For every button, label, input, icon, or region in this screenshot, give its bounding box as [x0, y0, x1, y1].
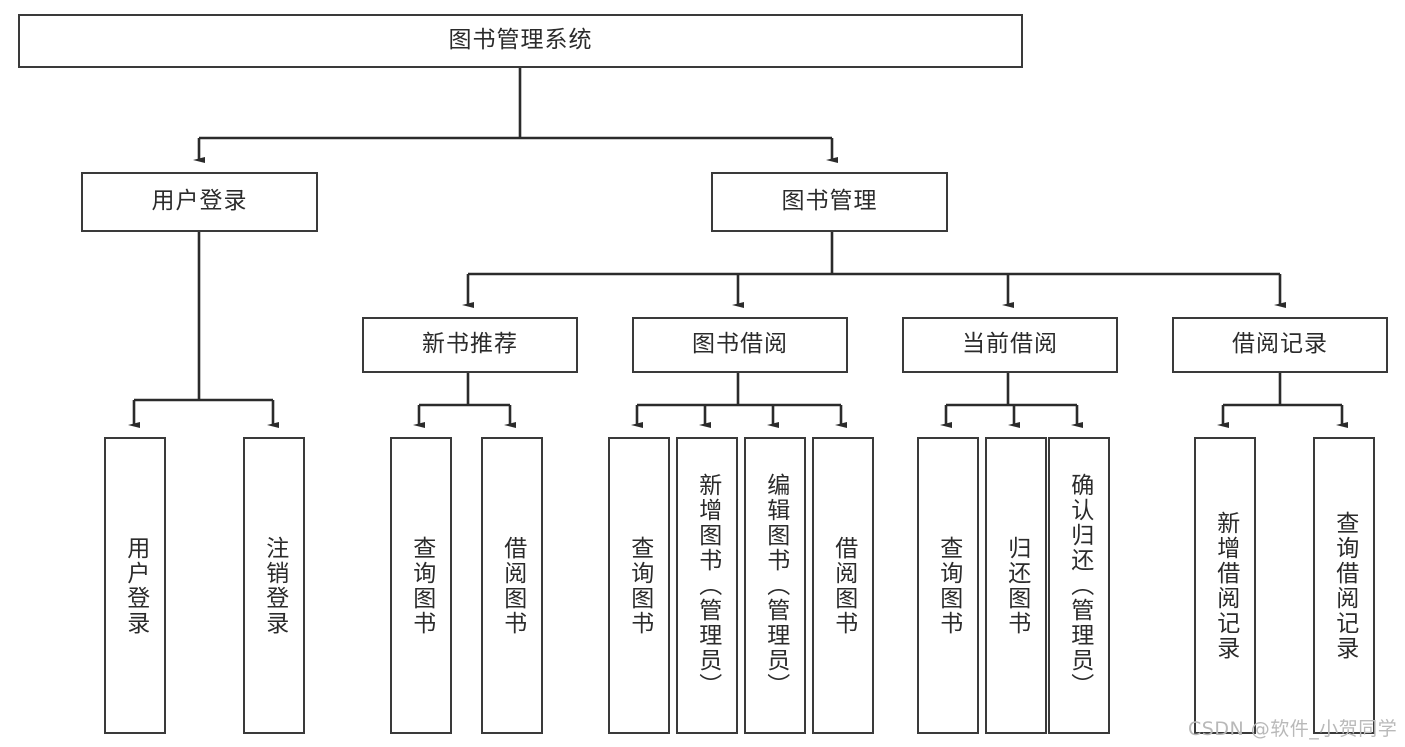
node-root-system[interactable]: 图书管理系统 — [18, 14, 1023, 68]
node-label: 确认归还（管理员） — [1066, 473, 1093, 698]
node-label: 用户登录 — [122, 535, 149, 636]
leaf-node[interactable]: 归还图书 — [985, 437, 1047, 734]
leaf-node[interactable]: 查询图书 — [917, 437, 979, 734]
node-user-login[interactable]: 用户登录 — [81, 172, 318, 232]
node-label: 借阅记录 — [1232, 331, 1328, 358]
node-label: 借阅图书 — [830, 535, 857, 636]
node-label: 借阅图书 — [499, 535, 526, 636]
node-new-book-recommend[interactable]: 新书推荐 — [362, 317, 578, 373]
node-label: 图书借阅 — [692, 331, 788, 358]
node-borrow-record[interactable]: 借阅记录 — [1172, 317, 1388, 373]
node-label: 查询图书 — [626, 535, 653, 636]
node-label: 新书推荐 — [422, 331, 518, 358]
leaf-node[interactable]: 借阅图书 — [812, 437, 874, 734]
leaf-node[interactable]: 借阅图书 — [481, 437, 543, 734]
leaf-node[interactable]: 查询图书 — [390, 437, 452, 734]
node-label: 当前借阅 — [962, 331, 1058, 358]
node-book-management[interactable]: 图书管理 — [711, 172, 948, 232]
node-label: 新增图书（管理员） — [694, 473, 721, 698]
node-label: 图书管理系统 — [448, 27, 593, 54]
leaf-node[interactable]: 查询图书 — [608, 437, 670, 734]
node-label: 编辑图书（管理员） — [762, 473, 789, 698]
node-label: 查询借阅记录 — [1331, 510, 1358, 661]
node-label: 新增借阅记录 — [1212, 510, 1239, 661]
node-label: 归还图书 — [1003, 535, 1030, 636]
node-label: 查询图书 — [935, 535, 962, 636]
leaf-node[interactable]: 编辑图书（管理员） — [744, 437, 806, 734]
leaf-node[interactable]: 确认归还（管理员） — [1048, 437, 1110, 734]
node-label: 用户登录 — [151, 188, 248, 215]
leaf-node[interactable]: 查询借阅记录 — [1313, 437, 1375, 734]
node-label: 图书管理 — [781, 188, 878, 215]
leaf-node[interactable]: 注销登录 — [243, 437, 305, 734]
csdn-watermark: CSDN @软件_小贺同学 — [1188, 718, 1398, 740]
node-book-borrow[interactable]: 图书借阅 — [632, 317, 848, 373]
leaf-node[interactable]: 用户登录 — [104, 437, 166, 734]
node-current-borrow[interactable]: 当前借阅 — [902, 317, 1118, 373]
leaf-node[interactable]: 新增图书（管理员） — [676, 437, 738, 734]
leaf-node[interactable]: 新增借阅记录 — [1194, 437, 1256, 734]
node-label: 注销登录 — [261, 535, 288, 636]
node-label: 查询图书 — [408, 535, 435, 636]
